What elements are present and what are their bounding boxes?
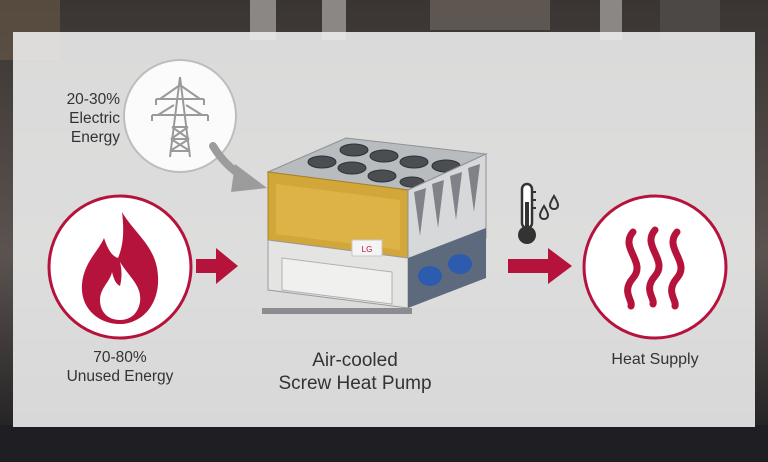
heat-pump-unit: LG [262,137,488,314]
lg-badge: LG [362,245,373,254]
unused-energy-percent: 70-80% [93,349,147,366]
electric-arrow [209,142,267,192]
electric-energy-line3: Energy [70,128,120,146]
electric-energy-percent: 20-30% [66,91,120,108]
heat-supply-label: Heat Supply [611,351,699,368]
unused-energy-text: Unused Energy [66,367,174,385]
heat-waves-icon [582,194,728,340]
heat-pump-label: Air-cooled Screw Heat Pump [255,349,455,395]
transmission-tower-icon [123,59,237,173]
flow-arrow-left [196,248,238,284]
thermometer-drops-icon [518,182,560,244]
heat-pump-line1: Air-cooled [312,350,398,371]
electric-energy-label: 20-30% Electric Energy [28,91,120,148]
flow-arrow-right [508,248,572,284]
unused-energy-label: 70-80% Unused Energy [40,349,200,387]
electric-energy-line2: Electric [69,109,120,127]
heat-pump-line2: Screw Heat Pump [278,373,432,395]
flame-icon [47,194,193,340]
